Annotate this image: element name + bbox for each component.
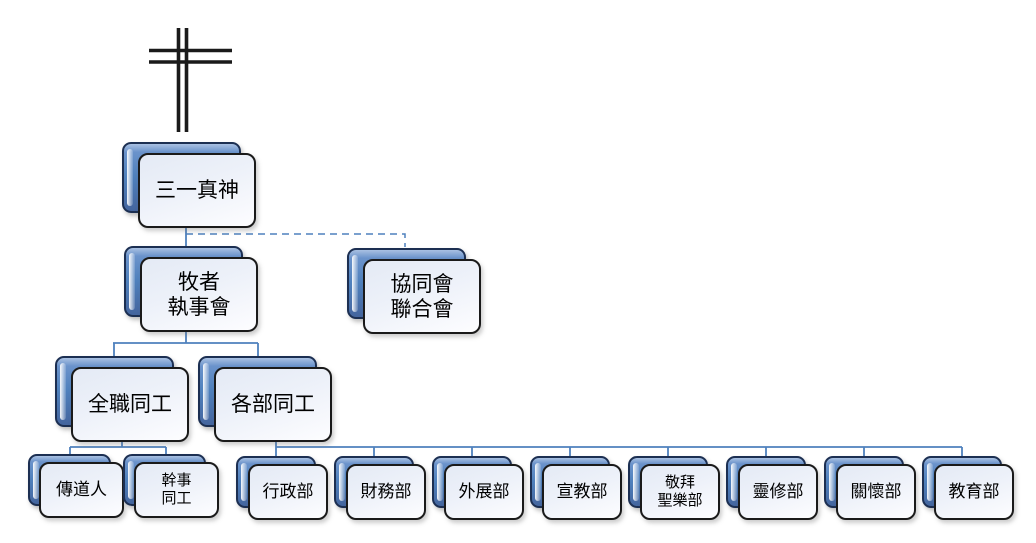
node-label: 聯合會 — [390, 296, 454, 321]
node-label: 靈修部 — [752, 481, 804, 502]
node-label: 聖樂部 — [657, 491, 703, 509]
node-label: 三一真神 — [155, 178, 239, 203]
node-label: 關懷部 — [850, 481, 902, 502]
node-label: 執事會 — [167, 294, 231, 319]
node-label: 敬拜 — [664, 473, 695, 492]
node-label: 各部同工 — [231, 392, 315, 417]
node-front-panel: 各部同工 — [214, 367, 332, 442]
node-front-panel: 全職同工 — [71, 367, 189, 442]
node-front-panel: 敬拜 聖樂部 — [640, 464, 720, 520]
node-front-panel: 宣教部 — [542, 464, 622, 520]
node-front-panel: 行政部 — [248, 464, 328, 520]
node-front-panel: 傳道人 — [39, 462, 124, 518]
node-label: 同工 — [161, 489, 192, 507]
node-label: 教育部 — [948, 481, 1000, 502]
node-front-panel: 三一真神 — [138, 153, 256, 228]
node-label: 財務部 — [360, 481, 412, 502]
node-front-panel: 協同會 聯合會 — [363, 259, 481, 334]
node-label: 行政部 — [262, 481, 314, 502]
node-label: 宣教部 — [556, 481, 608, 502]
node-front-panel: 幹事 同工 — [134, 462, 219, 518]
node-front-panel: 關懷部 — [836, 464, 916, 520]
node-front-panel: 牧者 執事會 — [140, 257, 258, 332]
node-label: 牧者 — [178, 269, 220, 294]
node-label: 外展部 — [458, 481, 510, 502]
node-front-panel: 靈修部 — [738, 464, 818, 520]
node-label: 全職同工 — [88, 392, 172, 417]
edge-fulltime-children — [69, 441, 167, 455]
node-front-panel: 財務部 — [346, 464, 426, 520]
cross-icon — [149, 28, 232, 132]
node-front-panel: 外展部 — [444, 464, 524, 520]
node-label: 幹事 — [161, 471, 192, 490]
node-label: 協同會 — [390, 271, 454, 296]
node-front-panel: 教育部 — [934, 464, 1014, 520]
node-label: 傳道人 — [56, 479, 107, 500]
edge-deptstaff-children — [275, 441, 963, 457]
edge-pastors-children — [113, 332, 259, 356]
